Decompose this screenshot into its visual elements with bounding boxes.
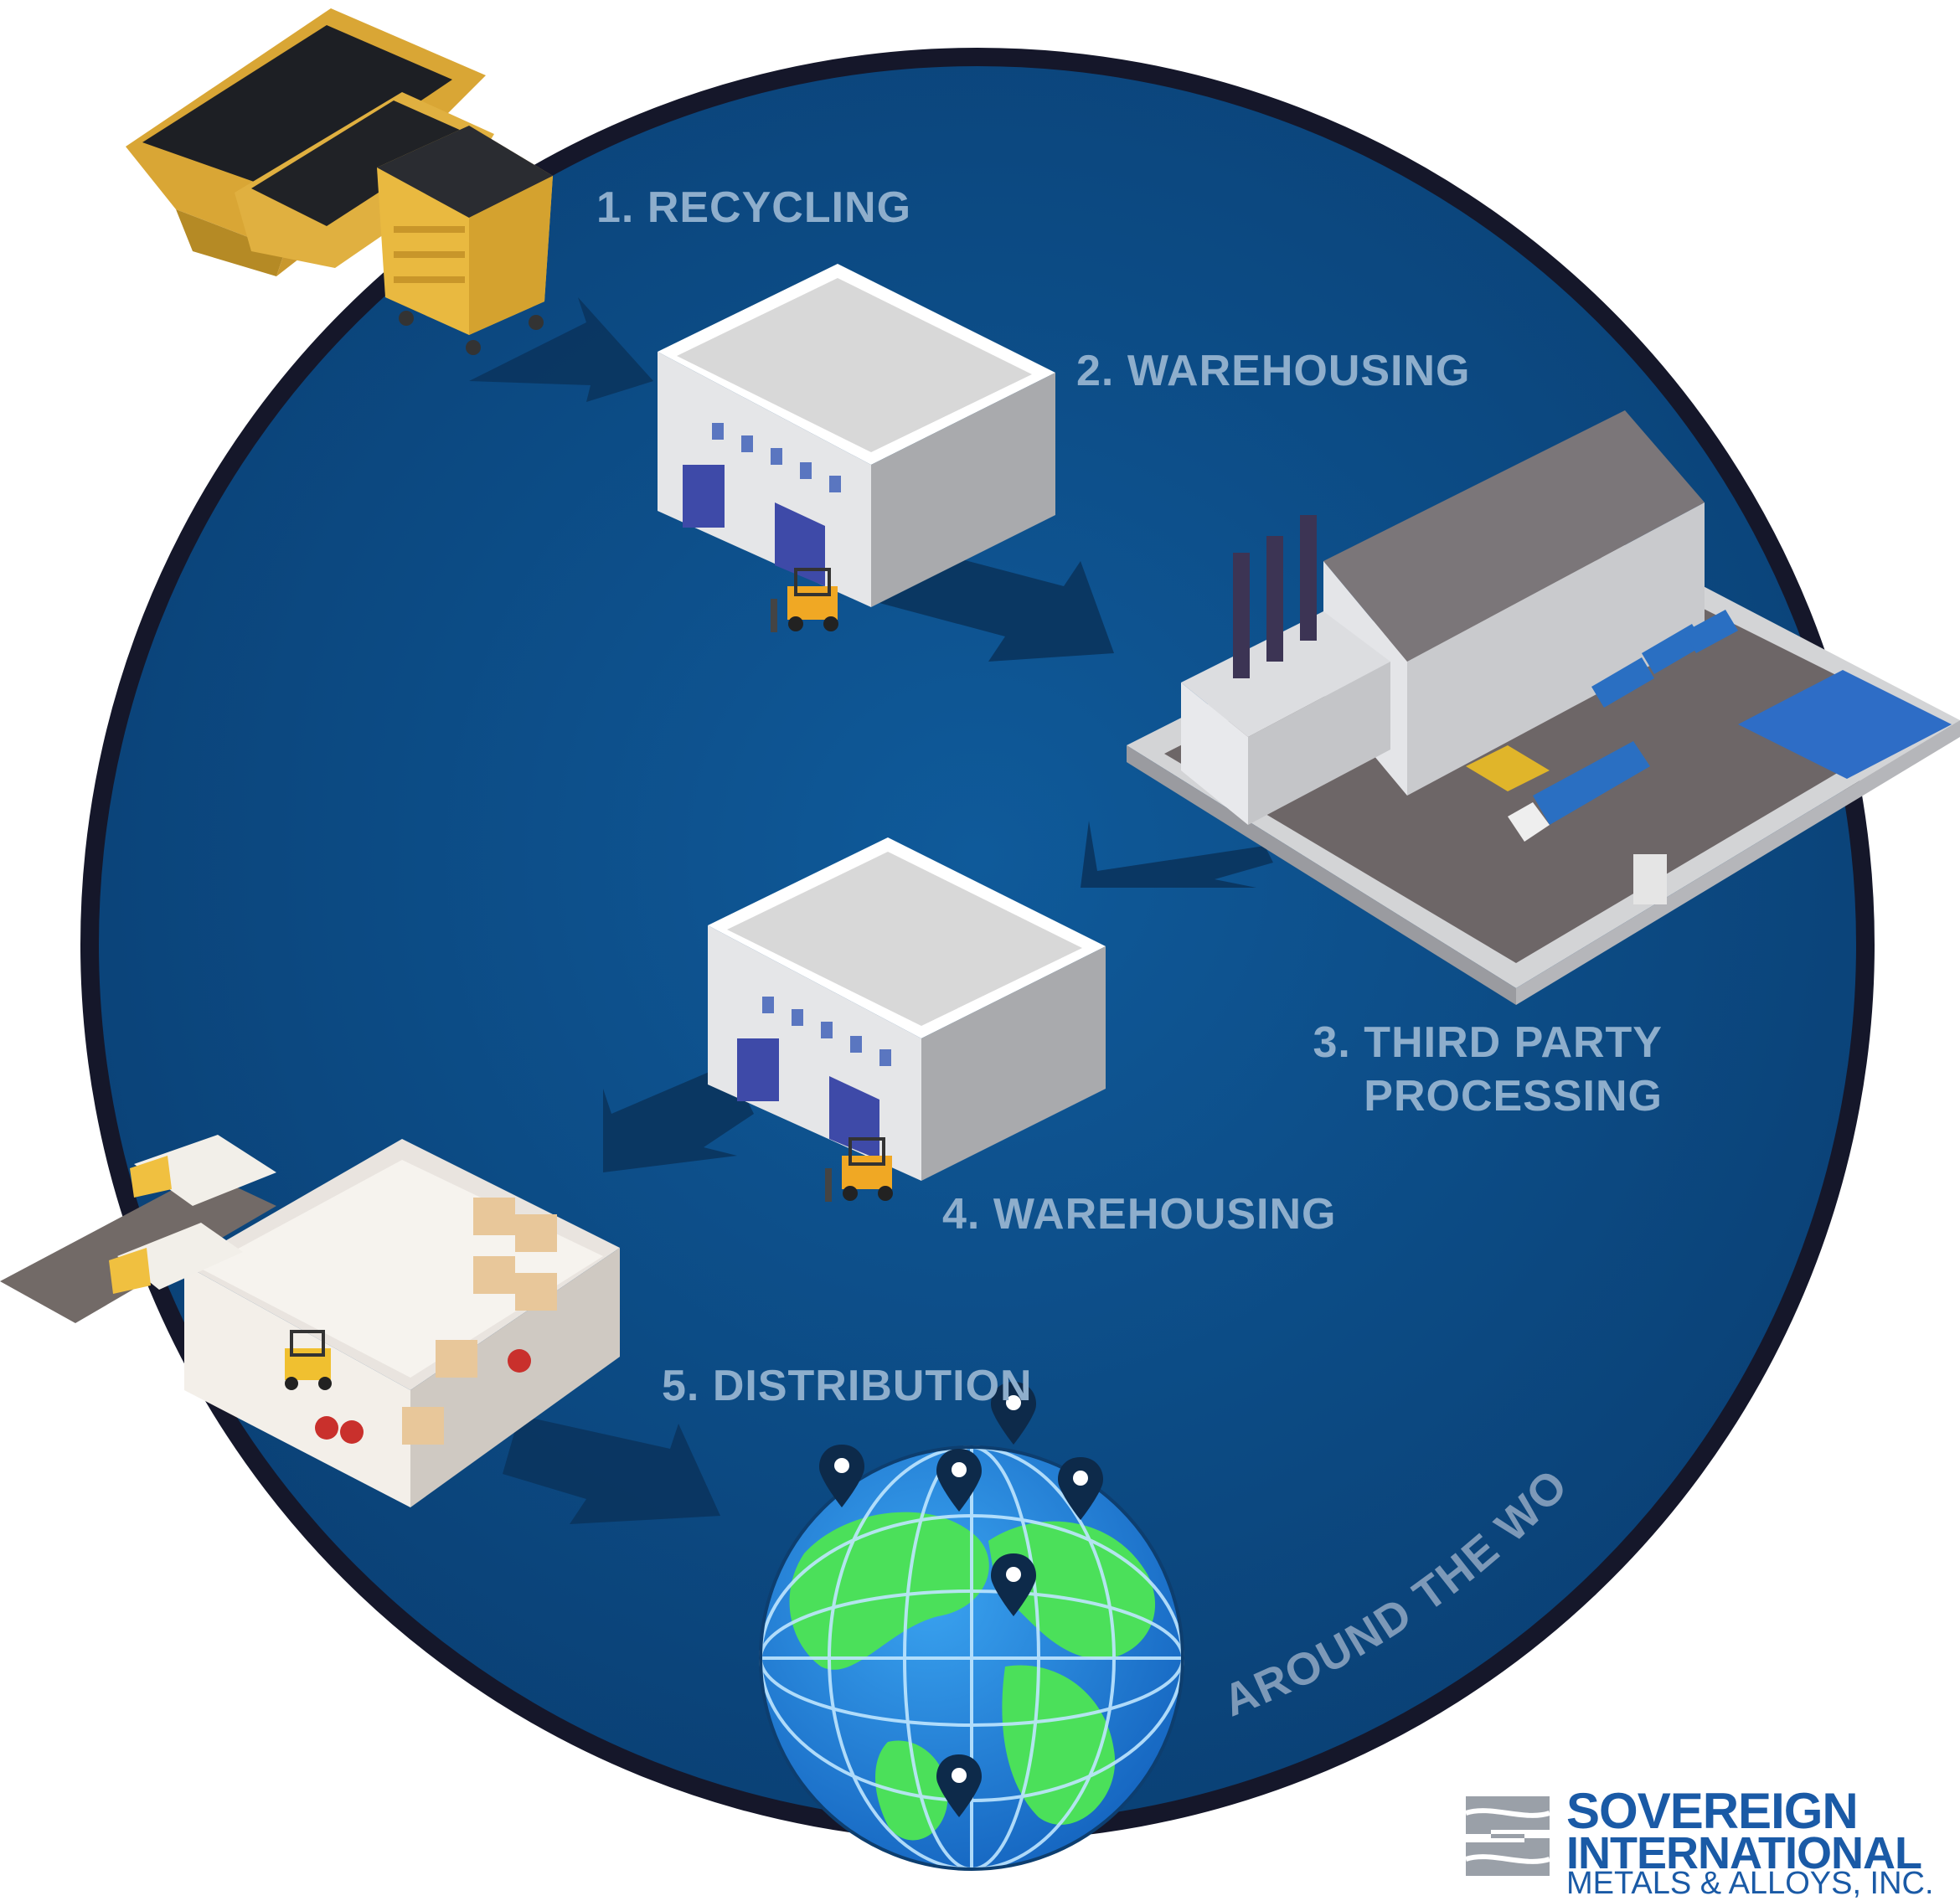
location-pins (819, 1382, 1103, 1817)
step-3-label-line1: 3. THIRD PARTY (1313, 1018, 1663, 1067)
location-pin-icon (991, 1382, 1036, 1445)
location-pin-icon (936, 1754, 982, 1817)
recycling-bins-illustration (126, 8, 553, 355)
location-pin-icon (819, 1445, 864, 1507)
step-5-label: 5. DISTRIBUTION (662, 1362, 1033, 1410)
logo-line-3: METALS & ALLOYS, INC. (1566, 1866, 1934, 1901)
step-3-label-line2: PROCESSING (1364, 1072, 1663, 1121)
globe-illustration (759, 1445, 1184, 1871)
step-3-label: 3. THIRD PARTY PROCESSING (1302, 1017, 1663, 1121)
location-pin-icon (1058, 1457, 1103, 1520)
logo-line-2: INTERNATIONAL (1566, 1828, 1922, 1878)
forklift-icon (825, 1137, 893, 1202)
forklift-icon (285, 1330, 332, 1390)
location-pin-icon (991, 1553, 1036, 1616)
step-1-label: 1. RECYCLING (596, 183, 912, 232)
container-stack (1738, 670, 1952, 779)
arrow-5-to-world (503, 1415, 720, 1524)
truck-icons (1508, 610, 1738, 842)
distribution-center-illustration (0, 1135, 620, 1507)
warehouse-2-illustration (708, 837, 1106, 1202)
warehouse-1-illustration (658, 264, 1055, 632)
forklift-icon (771, 568, 838, 632)
arrow-4-to-5 (603, 1064, 754, 1172)
factory-illustration (1127, 410, 1960, 1005)
arrow-3-to-4 (1081, 821, 1273, 888)
arrow-1-to-2 (469, 297, 653, 402)
step-4-label: 4. WAREHOUSING (942, 1190, 1337, 1239)
location-pin-icon (936, 1449, 982, 1512)
logo-line-1: SOVEREIGN (1566, 1783, 1859, 1839)
logo-mark-icon (1465, 1796, 1550, 1876)
sovereign-logo: SOVEREIGN INTERNATIONAL METALS & ALLOYS,… (1457, 1783, 1952, 1899)
step-2-label: 2. WAREHOUSING (1076, 347, 1471, 395)
